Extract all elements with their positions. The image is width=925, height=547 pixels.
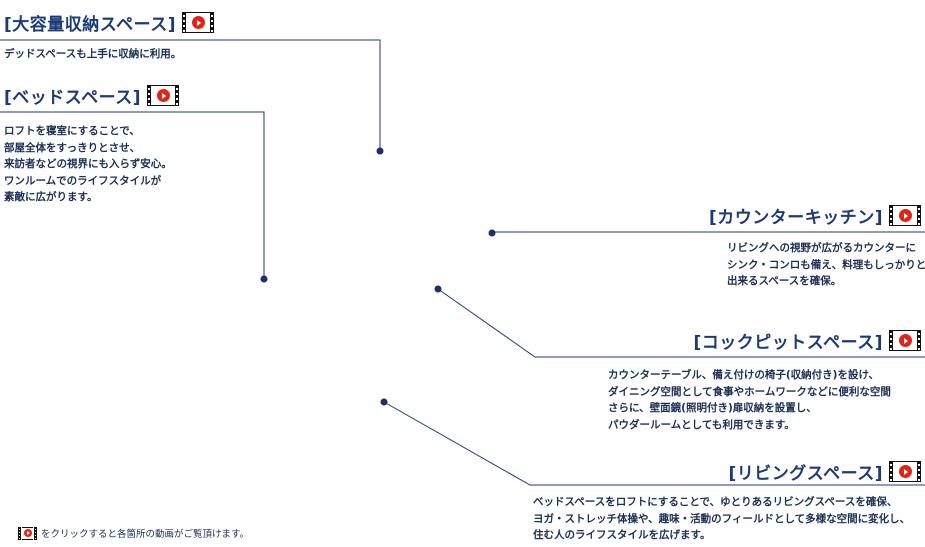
living-description: ベッドスペースをロフトにすることで、ゆとりあるリビングスペースを確保、 ヨガ・ス… <box>533 496 911 541</box>
bed-callout-line <box>0 111 265 278</box>
video-play-icon[interactable] <box>147 85 179 106</box>
cockpit-callout-dot <box>434 285 442 293</box>
cockpit-callout-line <box>437 288 925 358</box>
storage-callout-line <box>0 39 381 150</box>
cockpit-title: [コックピットスペース] <box>693 328 921 353</box>
bed-title-text: [ベッドスペース] <box>4 88 141 108</box>
video-play-icon[interactable] <box>889 461 921 482</box>
kitchen-description: リビングへの視野が広がるカウンターに シンク・コンロも備え、料理もしっかりと 出… <box>727 242 925 287</box>
living-title: [リビングスペース] <box>728 459 921 484</box>
video-play-icon[interactable] <box>889 205 921 226</box>
living-callout-dot <box>380 398 388 406</box>
storage-title-text: [大容量収納スペース] <box>4 15 176 35</box>
storage-description: デッドスペースも上手に収納に利用。 <box>4 48 182 60</box>
storage-title: [大容量収納スペース] <box>4 10 214 35</box>
kitchen-callout-dot <box>488 229 496 237</box>
video-play-icon[interactable] <box>182 12 214 33</box>
cockpit-description: カウンターテーブル、備え付けの椅子(収納付き)を設け、 ダイニング空間として食事… <box>608 369 891 431</box>
kitchen-title-text: [カウンターキッチン] <box>708 208 883 228</box>
storage-callout-dot <box>376 147 384 155</box>
bed-title: [ベッドスペース] <box>4 83 179 108</box>
kitchen-title: [カウンターキッチン] <box>709 203 921 228</box>
living-callout-line <box>383 401 925 486</box>
cockpit-title-text: [コックピットスペース] <box>693 333 883 353</box>
living-title-text: [リビングスペース] <box>728 464 883 484</box>
bed-callout-dot <box>260 275 268 283</box>
video-instruction-note: をクリックすると各箇所の動画がご覧頂けます。 <box>18 526 249 540</box>
video-play-icon[interactable] <box>889 330 921 351</box>
bed-description: ロフトを寝室にすることで、 部屋全体をすっきりとさせ、 来訪者などの視界にも入ら… <box>4 125 172 203</box>
video-instruction-text: をクリックすると各箇所の動画がご覧頂けます。 <box>41 529 250 540</box>
video-play-icon <box>18 526 37 540</box>
